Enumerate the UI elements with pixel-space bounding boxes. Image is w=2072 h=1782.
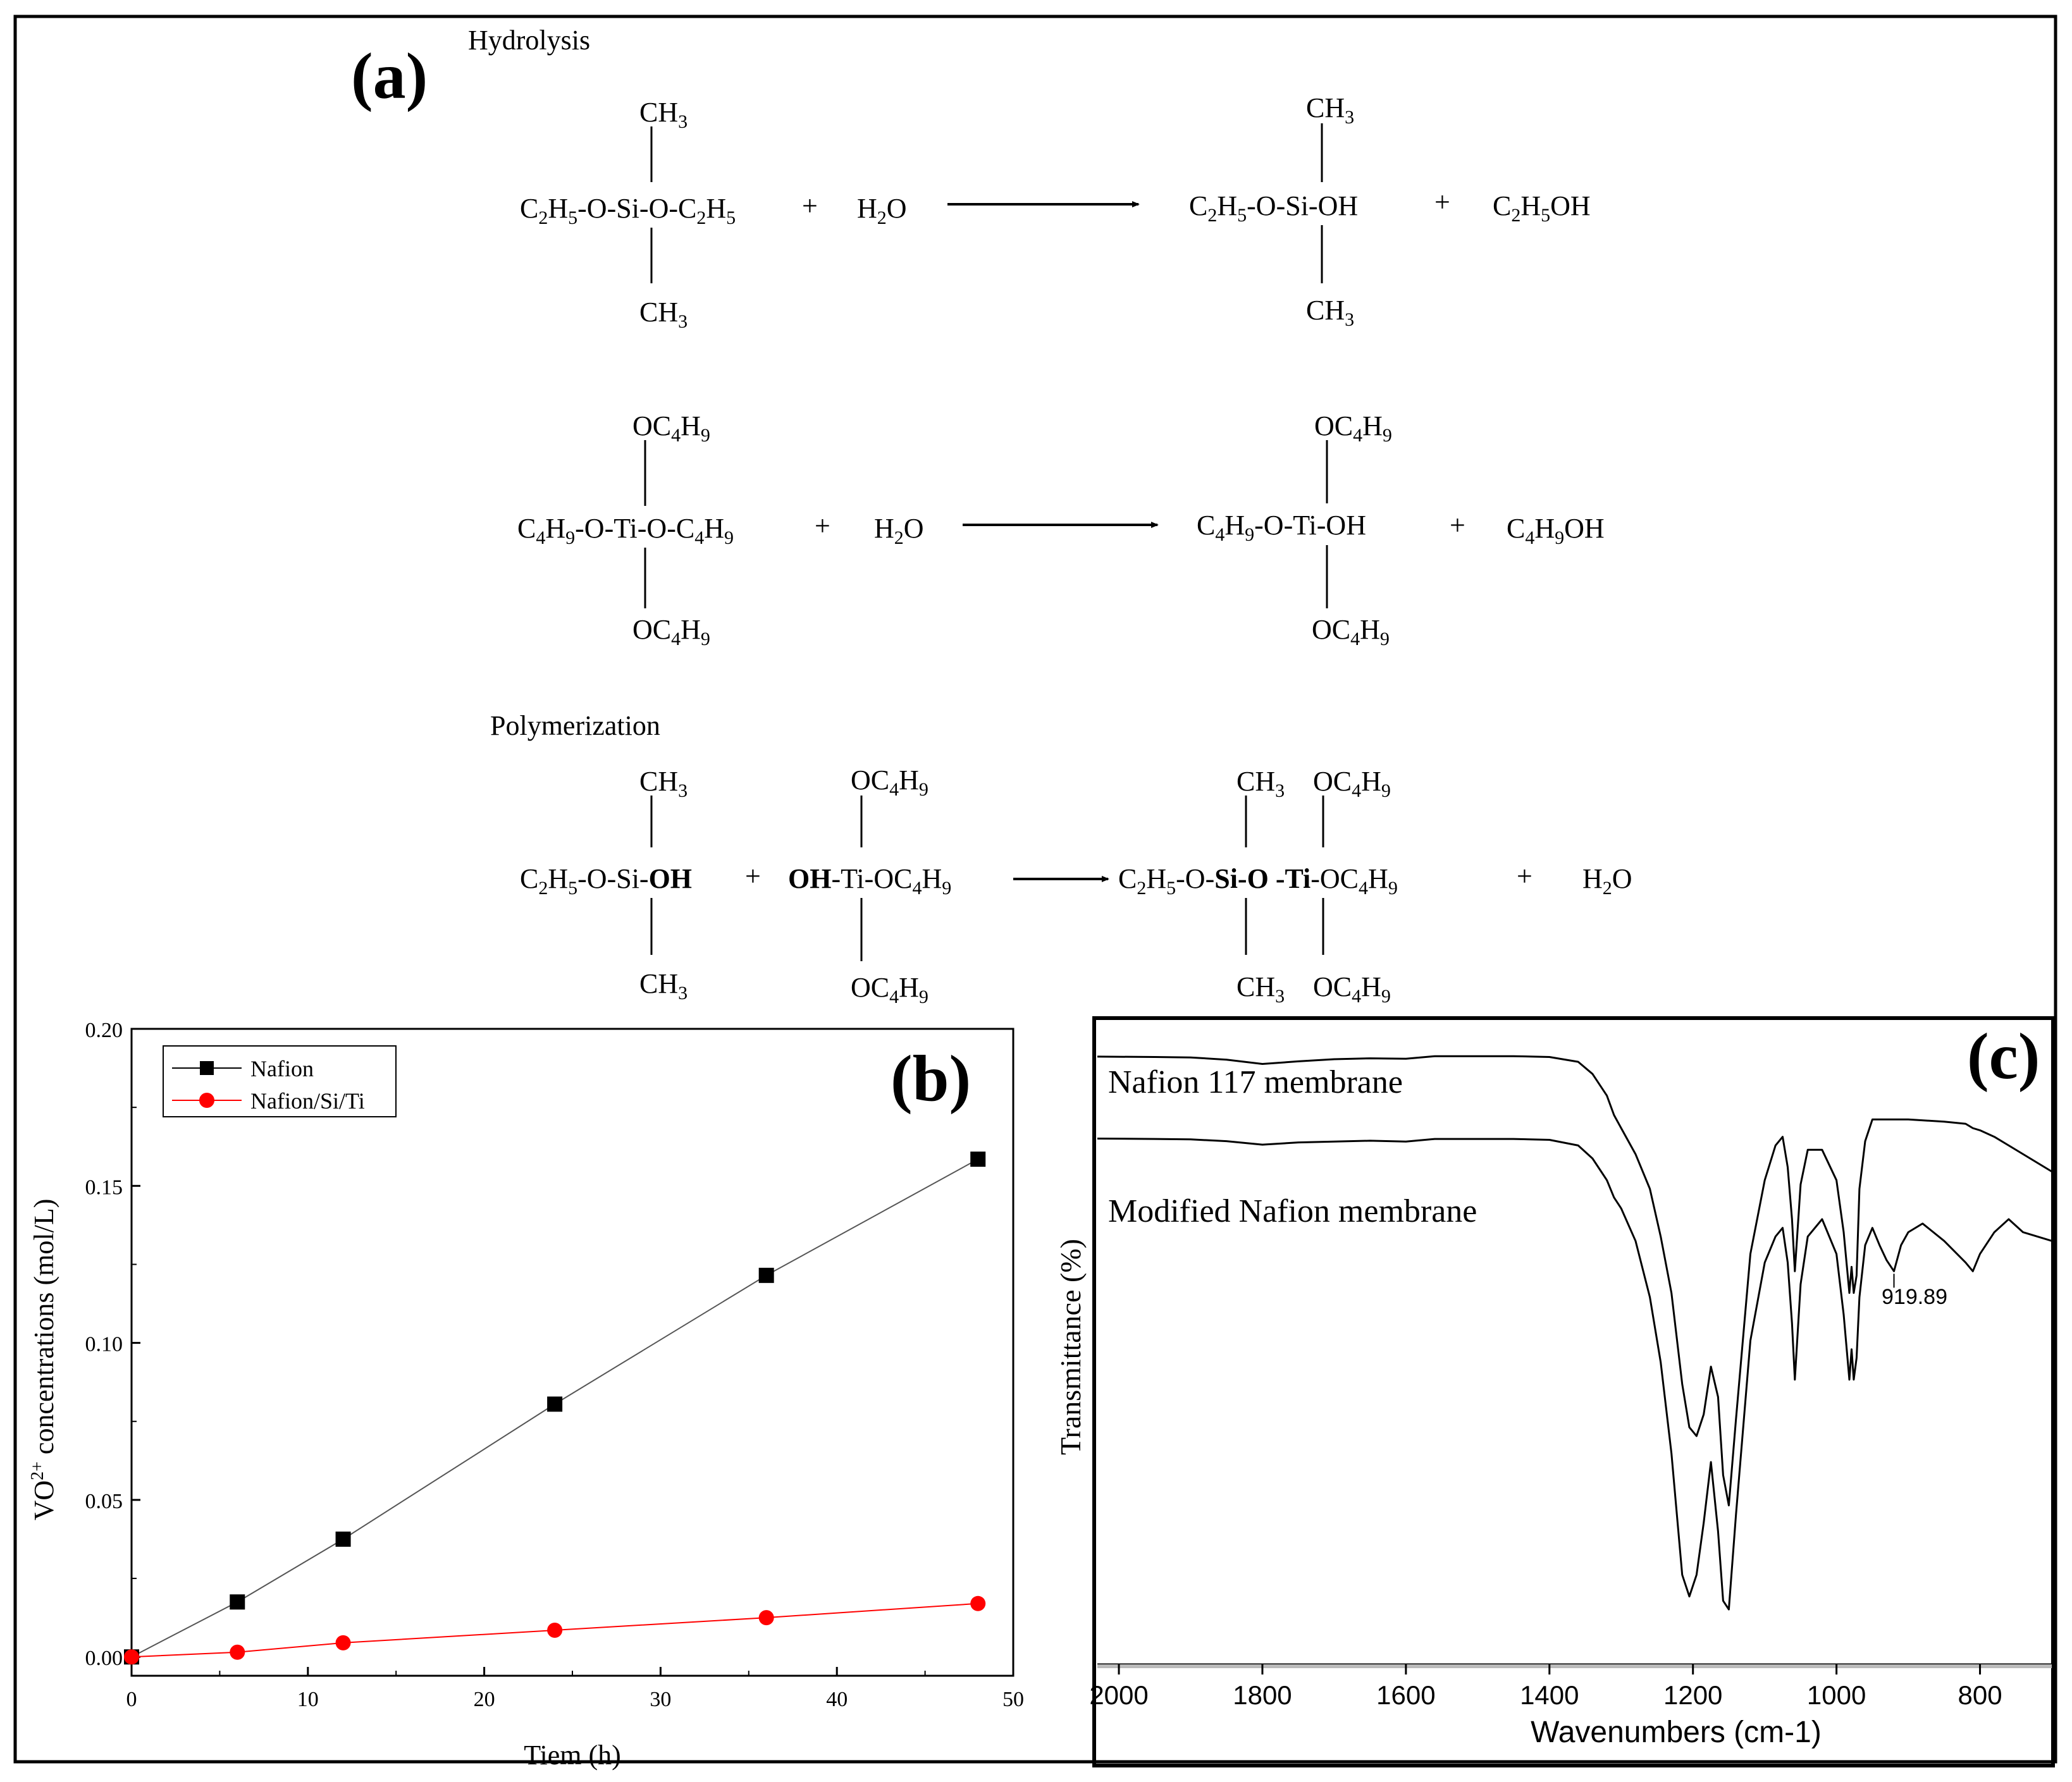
b-point-nafion bbox=[970, 1152, 986, 1167]
r3-ti-bottom: OC4H9 bbox=[851, 972, 928, 1007]
figure-border bbox=[13, 15, 2057, 1764]
r2-plus: + bbox=[815, 510, 830, 541]
b-y-axis: 0.00 0.05 0.10 0.15 0.20 bbox=[85, 1019, 140, 1670]
r3-si-bottom: CH3 bbox=[639, 968, 688, 1004]
b-point-nafion-si-ti bbox=[758, 1610, 774, 1626]
panel-a-scheme: (a) Hydrolysis CH3 C2H5-O-Si-O-C2H5 CH3 … bbox=[351, 25, 1632, 1007]
r1-plus: + bbox=[802, 190, 818, 221]
b-x-axis-label: Tiem (h) bbox=[524, 1740, 621, 1771]
r2-product-top: OC4H9 bbox=[1314, 410, 1392, 446]
r2-bottom: OC4H9 bbox=[632, 614, 710, 649]
r1-bottom-ch3: CH3 bbox=[639, 297, 688, 332]
r2-product: C4H9-O-Ti-OH bbox=[1197, 510, 1366, 545]
b-x-tick-label: 30 bbox=[650, 1688, 671, 1711]
c-spectrum-nafion-117 bbox=[1097, 1055, 2052, 1507]
b-legend-marker-nafion bbox=[200, 1061, 214, 1075]
c-panel-frame bbox=[1092, 1016, 2055, 1767]
b-legend-label-nafion: Nafion bbox=[250, 1056, 314, 1081]
b-x-tick-label: 20 bbox=[474, 1688, 495, 1711]
panel-a-label: (a) bbox=[351, 40, 428, 113]
reaction-3: CH3 C2H5-O-Si-OH CH3 + OC4H9 OH-Ti-OC4H9… bbox=[520, 765, 1632, 1007]
c-series-label-nafion-117: Nafion 117 membrane bbox=[1108, 1064, 1403, 1100]
r3-product-si-bottom: CH3 bbox=[1236, 971, 1285, 1007]
b-plot-frame bbox=[130, 1028, 1014, 1677]
c-x-tick-label: 2000 bbox=[1089, 1680, 1148, 1710]
c-x-tick-label: 800 bbox=[1958, 1680, 2002, 1710]
b-y-axis-label: VO2+ concentrations (mol/L) bbox=[28, 1199, 59, 1521]
b-point-nafion bbox=[230, 1594, 245, 1610]
b-y-tick-label: 0.15 bbox=[85, 1176, 123, 1199]
b-x-tick-label: 0 bbox=[126, 1688, 137, 1711]
b-legend-label-nafion-si-ti: Nafion/Si/Ti bbox=[250, 1088, 365, 1114]
reaction-1: CH3 C2H5-O-Si-O-C2H5 CH3 + H2O CH3 C2H5-… bbox=[520, 92, 1591, 332]
b-point-nafion bbox=[758, 1267, 774, 1283]
c-x-tick-label: 1200 bbox=[1663, 1680, 1722, 1710]
panel-b-label: (b) bbox=[891, 1042, 971, 1115]
b-legend-marker-nafion-si-ti bbox=[199, 1093, 214, 1108]
c-y-axis-label: Transmittance (%) bbox=[1054, 1239, 1087, 1455]
b-y-tick-label: 0.05 bbox=[85, 1490, 123, 1513]
b-line-nafion-si-ti bbox=[131, 1602, 978, 1658]
b-x-tick-label: 40 bbox=[826, 1688, 848, 1711]
c-x-tick-label: 1400 bbox=[1520, 1680, 1579, 1710]
c-x-tick-label: 1600 bbox=[1376, 1680, 1435, 1710]
r1-water: H2O bbox=[857, 193, 907, 228]
r1-product-top: CH3 bbox=[1306, 92, 1354, 128]
c-x-tick-label: 1800 bbox=[1233, 1680, 1292, 1710]
b-point-nafion bbox=[547, 1396, 563, 1412]
c-x-axis-label: Wavenumbers (cm-1) bbox=[1531, 1716, 1822, 1749]
r3-product: C2H5-O-Si-O -Ti-OC4H9 bbox=[1118, 863, 1398, 899]
b-point-nafion-si-ti bbox=[970, 1595, 986, 1611]
b-point-nafion-si-ti bbox=[230, 1644, 245, 1660]
b-point-nafion-si-ti bbox=[124, 1649, 139, 1665]
r2-product-bottom: OC4H9 bbox=[1312, 614, 1390, 649]
panel-c-chart: 2000 1800 1600 1400 1200 1000 800 Wavenumbers … bbox=[1054, 1016, 2055, 1767]
b-line-nafion bbox=[131, 1158, 978, 1658]
b-series-group bbox=[124, 1152, 986, 1665]
b-y-tick-label: 0.20 bbox=[85, 1019, 123, 1042]
c-x-tick-label: 1000 bbox=[1807, 1680, 1866, 1710]
r2-top: OC4H9 bbox=[632, 410, 710, 446]
r3-ti-reactant: OH-Ti-OC4H9 bbox=[788, 863, 951, 899]
b-x-tick-label: 50 bbox=[1002, 1688, 1024, 1711]
r3-plus: + bbox=[745, 861, 761, 892]
c-series-label-modified: Modified Nafion membrane bbox=[1108, 1193, 1477, 1229]
hydrolysis-title: Hydrolysis bbox=[468, 25, 590, 56]
b-point-nafion-si-ti bbox=[547, 1622, 563, 1638]
c-spectrum-modified bbox=[1097, 1138, 2052, 1611]
r1-reactant: C2H5-O-Si-O-C2H5 bbox=[520, 193, 736, 228]
r3-ti-top: OC4H9 bbox=[851, 765, 928, 800]
c-series-group bbox=[1097, 1055, 2052, 1611]
b-point-nafion-si-ti bbox=[335, 1635, 351, 1650]
b-x-axis: 0 10 20 30 40 50 bbox=[126, 1667, 1024, 1711]
c-x-axis: 2000 1800 1600 1400 1200 1000 800 bbox=[1089, 1664, 2002, 1710]
r1-plus-2: + bbox=[1434, 187, 1450, 218]
r1-byproduct: C2H5OH bbox=[1493, 190, 1591, 226]
r2-byproduct: C4H9OH bbox=[1507, 513, 1605, 548]
polymerization-title: Polymerization bbox=[490, 710, 660, 741]
c-peak-annotation: 919.89 bbox=[1882, 1285, 1947, 1309]
b-x-tick-label: 10 bbox=[297, 1688, 319, 1711]
r1-product-bottom: CH3 bbox=[1306, 295, 1354, 330]
b-y-tick-label: 0.00 bbox=[85, 1647, 123, 1670]
r3-byproduct: H2O bbox=[1582, 863, 1632, 899]
reaction-2: OC4H9 C4H9-O-Ti-O-C4H9 OC4H9 + H2O OC4H9… bbox=[517, 410, 1605, 649]
b-point-nafion bbox=[335, 1531, 351, 1547]
r1-top-ch3: CH3 bbox=[639, 97, 688, 132]
r2-reactant: C4H9-O-Ti-O-C4H9 bbox=[517, 513, 734, 548]
r3-product-ti-bottom: OC4H9 bbox=[1313, 971, 1391, 1007]
panel-c-label: (c) bbox=[1967, 1020, 2040, 1093]
r3-plus-2: + bbox=[1517, 861, 1532, 892]
b-legend: Nafion Nafion/Si/Ti bbox=[163, 1045, 397, 1117]
r1-product: C2H5-O-Si-OH bbox=[1189, 190, 1358, 226]
r3-product-si-top: CH3 bbox=[1236, 766, 1285, 801]
r3-si-top: CH3 bbox=[639, 766, 688, 801]
r2-water: H2O bbox=[874, 513, 924, 548]
b-y-tick-label: 0.10 bbox=[85, 1333, 123, 1356]
r2-plus-2: + bbox=[1450, 510, 1465, 541]
r3-si-reactant: C2H5-O-Si-OH bbox=[520, 863, 692, 899]
panel-b-chart: 0.00 0.05 0.10 0.15 0.20 0 10 20 30 40 50 Tiem (h… bbox=[28, 1019, 1024, 1771]
r3-product-ti-top: OC4H9 bbox=[1313, 766, 1391, 801]
